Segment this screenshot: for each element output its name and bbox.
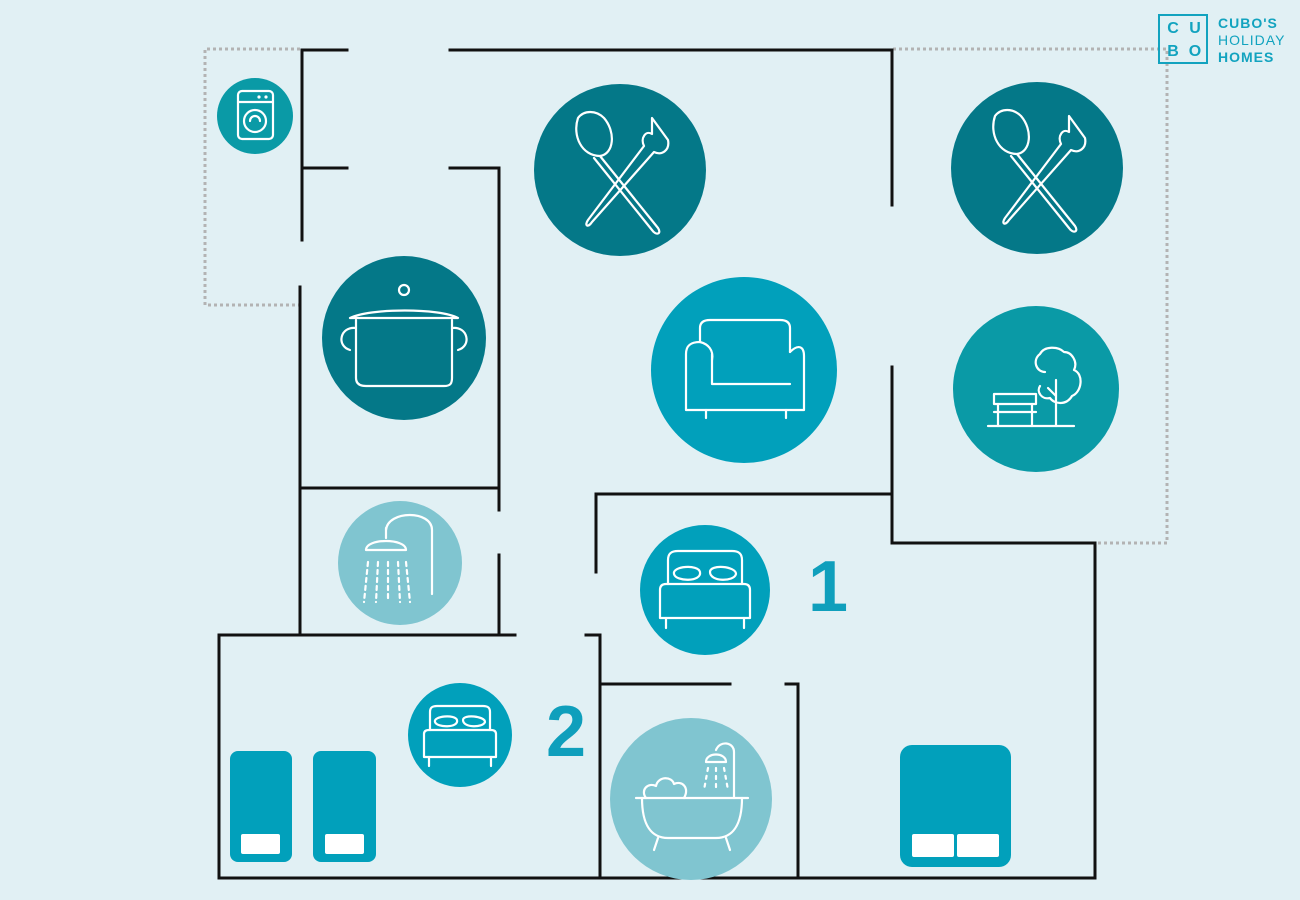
brand-name-line: CUBO'S — [1218, 15, 1278, 31]
living-room-sofa-icon — [651, 277, 837, 463]
room-number-2: 2 — [546, 692, 586, 772]
bedroom-bed-icon — [640, 525, 770, 655]
terrace-boundary — [203, 47, 300, 307]
brand-name-line: HOLIDAY — [1218, 32, 1286, 48]
cubos-holiday-homes-logo: C U B O CUBO'S HOLIDAY HOMES — [1158, 14, 1298, 66]
bathtub-icon — [610, 718, 772, 880]
logo-letter: U — [1189, 20, 1201, 37]
garden-icon — [953, 306, 1119, 472]
washing-machine-icon — [217, 78, 293, 154]
walls — [217, 48, 1097, 880]
shower-icon — [338, 501, 462, 625]
bedroom-bed-icon — [408, 683, 512, 787]
dining-icon — [534, 84, 706, 256]
logo-letter: O — [1188, 43, 1202, 60]
single-bed-icon — [230, 751, 292, 862]
logo-letter: C — [1167, 20, 1179, 37]
brand-name-line: HOMES — [1218, 49, 1275, 65]
dining-icon — [951, 82, 1123, 254]
kitchen-pot-icon — [322, 256, 486, 420]
single-bed-icon — [313, 751, 376, 862]
logo-letter: B — [1167, 43, 1179, 60]
logo-monogram: C U B O — [1158, 14, 1208, 64]
room-number-1: 1 — [808, 547, 848, 627]
double-bed-icon — [900, 745, 1011, 867]
brand-name: CUBO'S HOLIDAY HOMES — [1218, 15, 1285, 66]
